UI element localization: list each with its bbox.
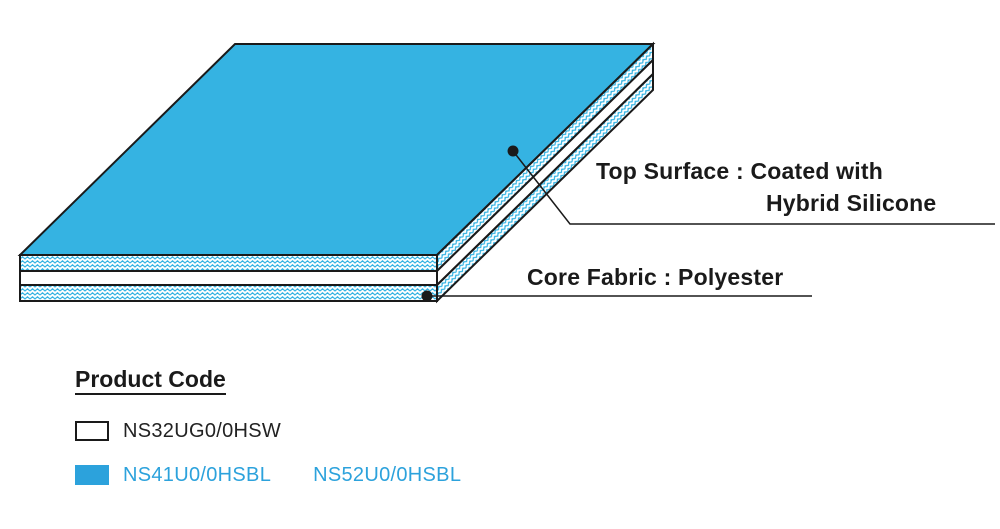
top-surface-label-line2: Hybrid Silicone — [766, 190, 937, 216]
front-separator-layer — [19, 270, 438, 286]
product-code: NS41U0/0HSBL — [123, 463, 272, 486]
white-swatch — [75, 421, 109, 441]
legend-row-white: NS32UG0/0HSW — [75, 418, 323, 444]
belt-layer-diagram — [17, 41, 995, 304]
front-fabric-layer-upper — [19, 254, 438, 272]
product-code: NS52U0/0HSBL — [313, 463, 462, 486]
product-code: NS32UG0/0HSW — [123, 419, 282, 442]
top-surface-label-line1: Top Surface : Coated with — [596, 158, 883, 184]
core-fabric-label: Core Fabric : Polyester — [527, 264, 784, 290]
legend-row-blue: NS41U0/0HSBL NS52U0/0HSBL — [75, 462, 503, 488]
front-fabric-layer-lower — [19, 284, 438, 302]
blue-swatch — [75, 465, 109, 485]
legend-title: Product Code — [75, 366, 226, 395]
top-surface-leader-line — [512, 150, 995, 225]
